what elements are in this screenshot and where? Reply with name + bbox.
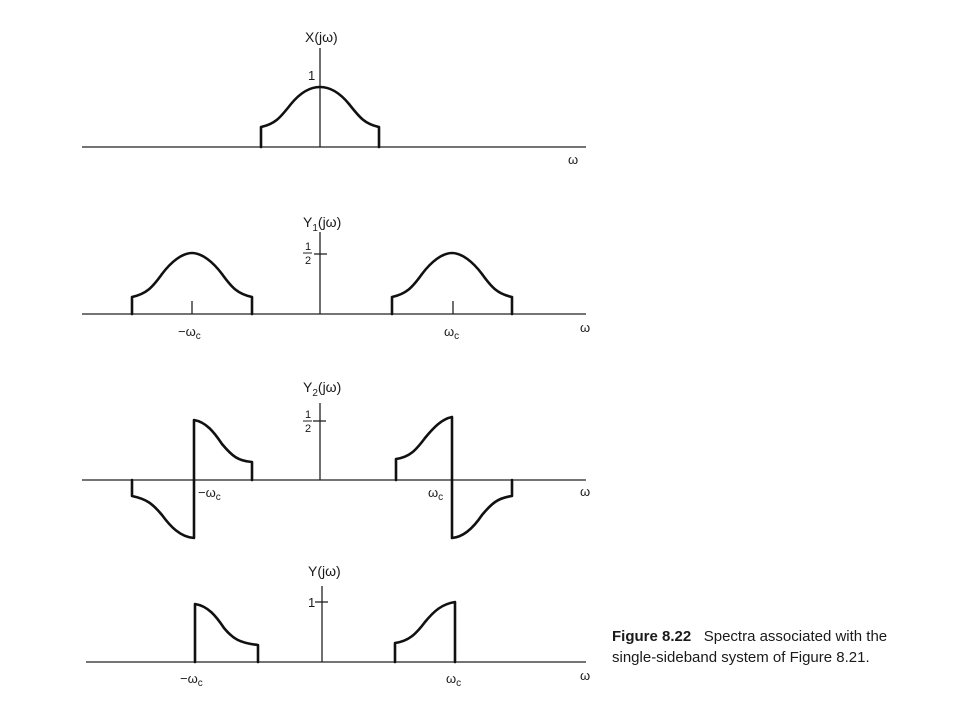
y1-right-lobe	[390, 251, 514, 316]
x-spectrum-curve	[259, 85, 381, 149]
y1-spectrum-title: Y1(jω)	[303, 214, 341, 234]
y-left-sideband	[193, 602, 260, 664]
y-pos-wc-label: ωc	[446, 671, 461, 689]
y1-half-label: 1 2	[303, 241, 312, 267]
svg-text:1: 1	[305, 409, 311, 421]
y1-pos-wc-label: ωc	[444, 324, 459, 342]
x-peak-label: 1	[308, 68, 315, 83]
y1-left-lobe	[130, 251, 254, 316]
y2-left-positive-lobe	[192, 418, 254, 482]
panel-y2: Y2(jω) 1 2 −ωc ωc ω	[82, 379, 590, 540]
x-spectrum-title: X(jω)	[305, 29, 338, 45]
y2-neg-wc-label: −ωc	[198, 485, 221, 503]
panel-y1: Y1(jω) 1 2 −ωc ωc ω	[82, 214, 590, 342]
y2-right-negative-lobe	[450, 478, 514, 540]
figure-caption: Figure 8.22 Spectra associated with the …	[612, 626, 912, 668]
y2-right-positive-lobe	[394, 415, 454, 482]
panel-y: Y(jω) 1 −ωc ωc ω	[86, 563, 590, 689]
y2-half-label: 1 2	[303, 409, 312, 435]
figure-caption-text: Spectra associated with the single-sideb…	[612, 628, 888, 666]
y2-spectrum-title: Y2(jω)	[303, 379, 341, 399]
y-one-label: 1	[308, 595, 315, 610]
y1-omega-label: ω	[580, 320, 590, 335]
svg-text:2: 2	[305, 423, 311, 435]
panel-x: X(jω) 1 ω	[82, 29, 586, 167]
figure-number: Figure 8.22	[612, 628, 692, 645]
y-right-sideband	[393, 600, 457, 664]
svg-text:1: 1	[305, 241, 311, 253]
x-omega-label: ω	[568, 152, 578, 167]
y-spectrum-title: Y(jω)	[308, 563, 341, 579]
y2-pos-wc-label: ωc	[428, 485, 443, 503]
svg-text:2: 2	[305, 255, 311, 267]
y2-left-negative-lobe	[130, 478, 196, 540]
y2-omega-label: ω	[580, 484, 590, 499]
y-neg-wc-label: −ωc	[180, 671, 203, 689]
y1-neg-wc-label: −ωc	[178, 324, 201, 342]
y-omega-label: ω	[580, 668, 590, 683]
